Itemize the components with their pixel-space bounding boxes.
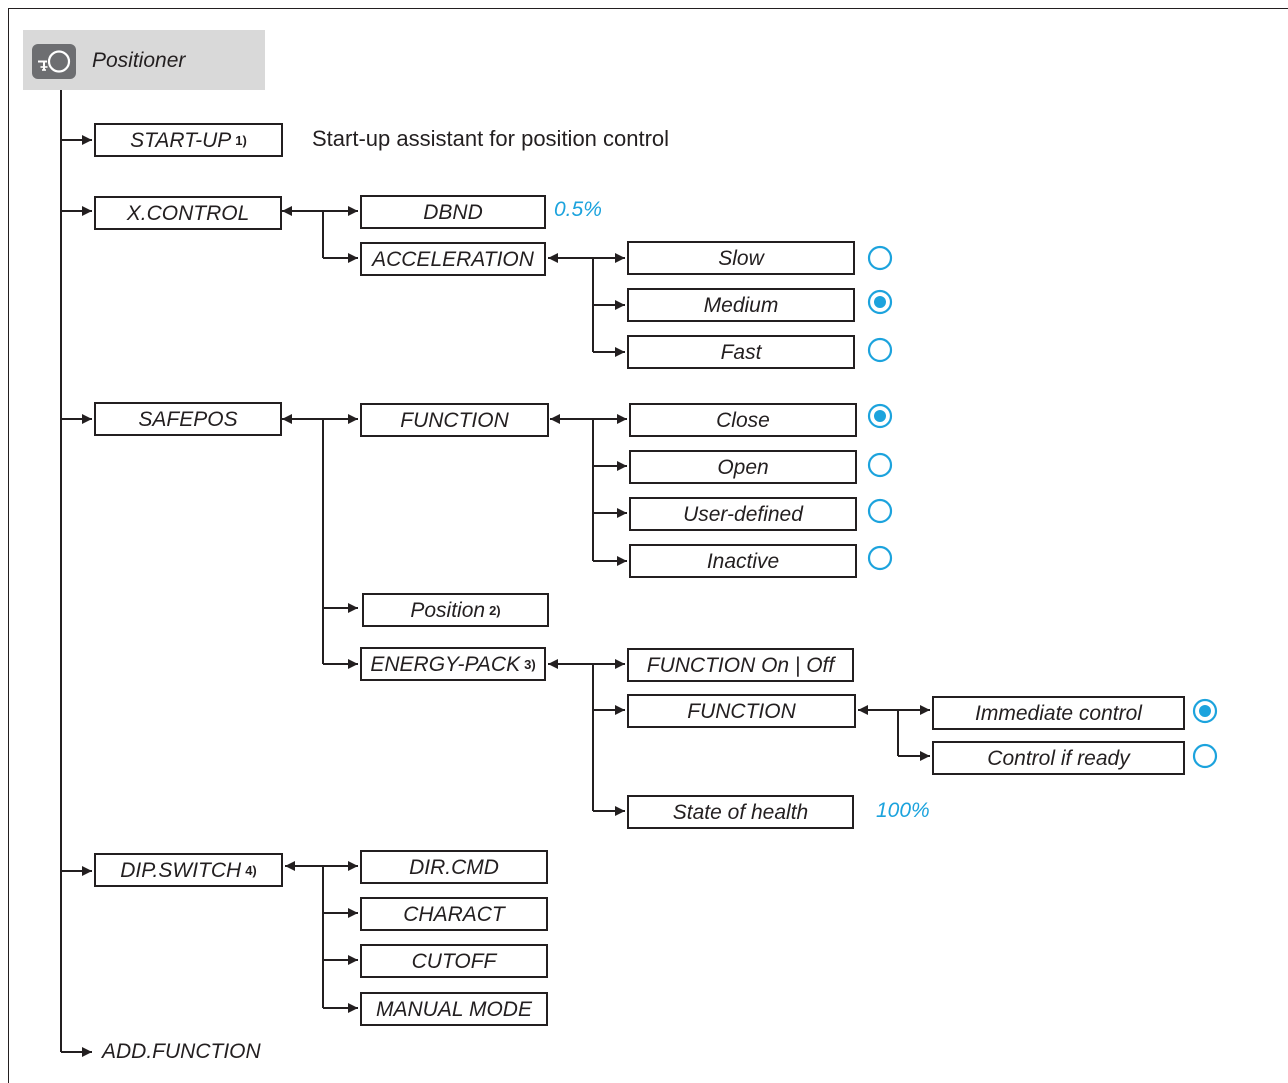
radio-fast <box>867 337 893 363</box>
cutoff-box[interactable]: CUTOFF <box>360 944 548 978</box>
option-immediate-control[interactable]: Immediate control <box>932 696 1185 730</box>
acceleration-box[interactable]: ACCELERATION <box>360 242 546 276</box>
charact-box[interactable]: CHARACT <box>360 897 548 931</box>
option-open[interactable]: Open <box>629 450 857 484</box>
dbnd-value: 0.5% <box>554 198 602 221</box>
option-control-if-ready-label: Control if ready <box>987 747 1130 770</box>
add-function-item[interactable]: ADD.FUNCTION <box>102 1040 261 1063</box>
dir-cmd-label: DIR.CMD <box>409 856 499 879</box>
option-medium-label: Medium <box>703 294 779 317</box>
option-control-if-ready[interactable]: Control if ready <box>932 741 1185 775</box>
dir-cmd-box[interactable]: DIR.CMD <box>360 850 548 884</box>
radio-medium <box>867 289 893 315</box>
radio-user-defined <box>867 498 893 524</box>
diagram-frame <box>8 8 1288 1083</box>
option-slow[interactable]: Slow <box>627 241 855 275</box>
dip-switch-label: DIP.SWITCH <box>120 859 242 882</box>
safepos-box[interactable]: SAFEPOS <box>94 402 282 436</box>
x-control-label: X.CONTROL <box>126 202 250 225</box>
charact-label: CHARACT <box>403 903 505 926</box>
option-open-label: Open <box>717 456 769 479</box>
safepos-label: SAFEPOS <box>138 408 238 431</box>
positioner-icon <box>32 44 76 79</box>
acceleration-label: ACCELERATION <box>372 248 534 271</box>
energy-pack-label: ENERGY-PACK <box>370 653 521 676</box>
energy-pack-function-label: FUNCTION <box>687 700 796 723</box>
option-user-defined-label: User-defined <box>683 503 803 526</box>
option-inactive[interactable]: Inactive <box>629 544 857 578</box>
state-of-health-box[interactable]: State of health <box>627 795 854 829</box>
function-on-off-label: FUNCTION On | Off <box>646 654 835 677</box>
radio-open <box>867 452 893 478</box>
safepos-function-box[interactable]: FUNCTION <box>360 403 549 437</box>
manual-mode-box[interactable]: MANUAL MODE <box>360 992 548 1026</box>
manual-mode-label: MANUAL MODE <box>376 998 532 1021</box>
option-fast-label: Fast <box>720 341 762 364</box>
radio-slow <box>867 245 893 271</box>
radio-inactive <box>867 545 893 571</box>
start-up-description: Start-up assistant for position control <box>312 126 670 151</box>
position-label: Position <box>410 599 486 622</box>
energy-pack-function-box[interactable]: FUNCTION <box>627 694 856 728</box>
safepos-function-label: FUNCTION <box>400 409 509 432</box>
dbnd-label: DBND <box>423 201 483 224</box>
function-on-off-box[interactable]: FUNCTION On | Off <box>627 648 854 682</box>
option-medium[interactable]: Medium <box>627 288 855 322</box>
option-inactive-label: Inactive <box>706 550 780 573</box>
option-close-label: Close <box>716 409 770 432</box>
x-control-box[interactable]: X.CONTROL <box>94 196 282 230</box>
radio-control-if-ready <box>1192 743 1218 769</box>
option-close[interactable]: Close <box>629 403 857 437</box>
state-of-health-label: State of health <box>672 801 809 824</box>
option-user-defined[interactable]: User-defined <box>629 497 857 531</box>
option-immediate-control-label: Immediate control <box>975 702 1142 725</box>
start-up-label: START-UP <box>130 129 232 152</box>
radio-close <box>867 403 893 429</box>
radio-immediate-control <box>1192 698 1218 724</box>
page-title: Positioner <box>92 49 186 72</box>
dbnd-box[interactable]: DBND <box>360 195 546 229</box>
cutoff-label: CUTOFF <box>411 950 497 973</box>
option-slow-label: Slow <box>718 247 764 270</box>
option-fast[interactable]: Fast <box>627 335 855 369</box>
state-of-health-value: 100% <box>876 799 930 822</box>
